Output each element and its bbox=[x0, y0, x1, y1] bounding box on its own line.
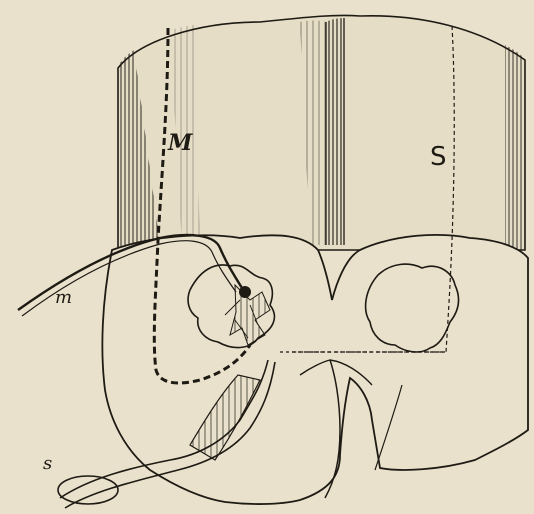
label-sensory-column: S bbox=[430, 144, 447, 170]
cord-cross-section bbox=[102, 235, 528, 504]
label-sensory-nerve: s bbox=[43, 455, 52, 473]
label-motor-nerve: m bbox=[55, 289, 72, 307]
label-motor-column: M bbox=[168, 132, 192, 154]
